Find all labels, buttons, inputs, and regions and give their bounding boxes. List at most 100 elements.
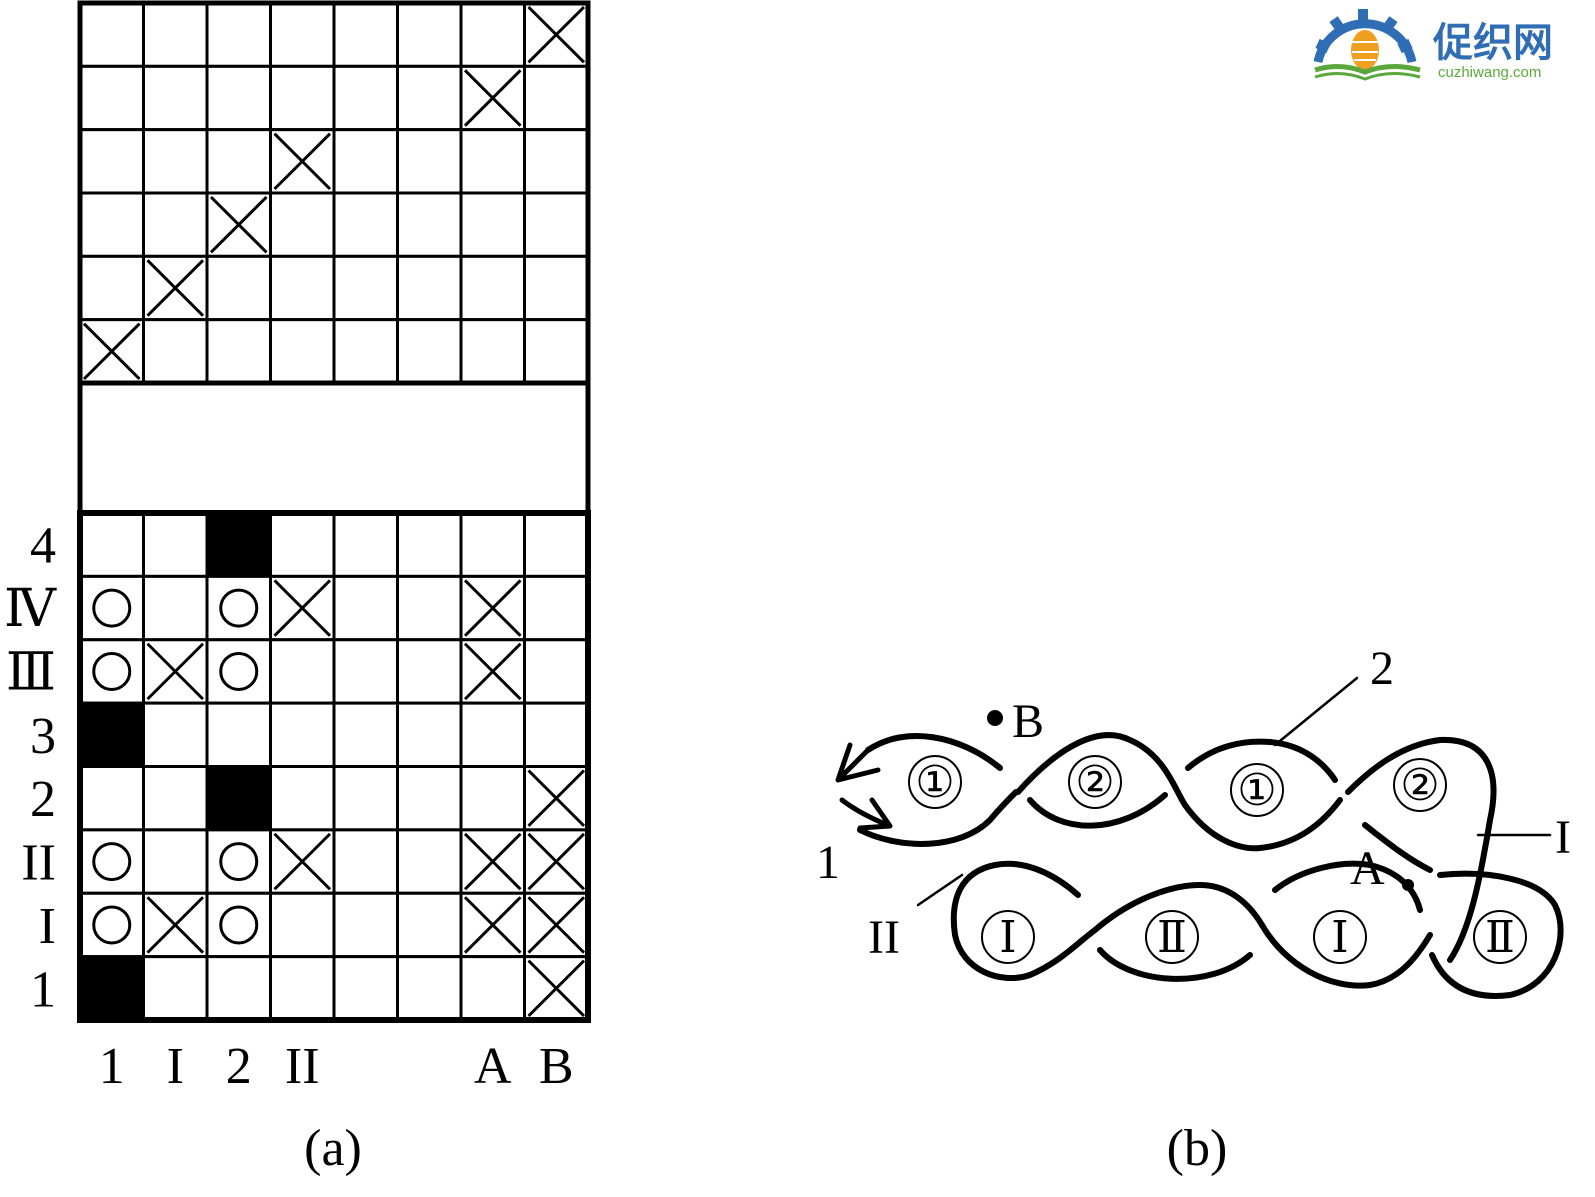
cross-mark — [273, 579, 332, 637]
lower-grid-frame — [77, 510, 591, 1023]
column-label: I — [167, 1038, 184, 1095]
grid-cell — [523, 191, 590, 258]
circle-mark — [92, 588, 132, 628]
upper-yarn-wave-c — [1027, 792, 1168, 829]
grid-cell — [459, 955, 526, 1022]
cross-mark — [527, 959, 586, 1018]
grid-cell — [332, 254, 399, 322]
grid-cell — [142, 828, 209, 895]
grid-cell — [459, 254, 526, 322]
label-yarn-II: II — [868, 911, 900, 964]
cross-mark — [82, 322, 141, 381]
column-label: II — [285, 1038, 320, 1095]
grid-cell — [396, 254, 463, 322]
upper-loop-marker-ring — [1230, 763, 1284, 817]
grid-cell — [332, 891, 399, 959]
grid-cell — [459, 511, 526, 578]
grid-cell — [269, 511, 336, 578]
lower-yarn-mid-a — [1092, 881, 1265, 933]
lower-yarn-mid-d — [1259, 922, 1433, 989]
grid-cell — [332, 638, 399, 705]
logo-url: cuzhiwang.com — [1438, 64, 1541, 81]
grid-cell — [78, 574, 145, 642]
grid-cell — [205, 1, 272, 68]
grid-cell — [78, 254, 145, 322]
grid-cell — [269, 638, 336, 705]
grid-cell — [523, 64, 590, 132]
label-B: B — [1012, 695, 1044, 748]
cross-mark — [146, 259, 205, 317]
grid-cell — [142, 511, 209, 578]
grid-cell — [396, 574, 463, 642]
lower-loop-marker-ring — [1473, 910, 1527, 964]
grid-cell — [142, 765, 209, 832]
grid-cell — [332, 955, 399, 1022]
grid-cell — [142, 128, 209, 195]
grid-cell — [205, 638, 272, 705]
arrow-right-icon — [839, 797, 893, 831]
grid-cell — [142, 955, 209, 1022]
column-label: A — [474, 1038, 512, 1095]
grid-cell — [396, 64, 463, 132]
lower-loop-marker-ring — [1145, 910, 1199, 964]
grid-cell — [396, 511, 463, 578]
cuzhiwang-logo[interactable]: 促织网 cuzhiwang.com — [1313, 9, 1553, 81]
cross-mark — [527, 769, 586, 827]
grid-cell — [78, 891, 145, 959]
lower-loop-marker-ring — [981, 910, 1035, 964]
grid-cell — [205, 318, 272, 385]
grid-cell — [396, 128, 463, 195]
upper-yarn-wave-top — [865, 733, 1003, 771]
grid-cell — [396, 191, 463, 258]
panel-b-labels: B A 2 1 I II (b) — [816, 642, 1571, 1177]
grid-cell — [269, 318, 336, 385]
grid-cell — [205, 128, 272, 195]
grid-cell — [396, 638, 463, 705]
grid-cell — [269, 955, 336, 1022]
grid-cell — [459, 765, 526, 832]
grid-cell — [459, 128, 526, 195]
grid-cell — [269, 701, 336, 768]
lower-loop-marker-ring — [1313, 910, 1367, 964]
grid-cell — [396, 955, 463, 1022]
cross-mark — [273, 832, 332, 891]
upper-yarn-wave-a — [1015, 732, 1343, 852]
leader-line-II — [916, 873, 964, 907]
row-label: 3 — [30, 708, 56, 765]
grid-cell — [396, 891, 463, 959]
grid-cell — [269, 191, 336, 258]
cross-mark — [527, 5, 586, 64]
grid-cell — [523, 318, 590, 385]
upper-grid — [77, 0, 591, 386]
filled-cell — [205, 511, 272, 578]
grid-cell — [459, 1, 526, 68]
circle-mark — [92, 842, 132, 882]
grid-cell — [396, 828, 463, 895]
cross-mark — [146, 642, 205, 701]
cross-mark — [209, 195, 268, 254]
upper-yarn-lower-edge — [857, 789, 1019, 847]
label-yarn-2: 2 — [1370, 642, 1394, 695]
grid-cell — [332, 128, 399, 195]
point-A-dot — [1402, 879, 1414, 891]
grid-cell — [332, 701, 399, 768]
grid-cell — [332, 574, 399, 642]
grid-cell — [396, 701, 463, 768]
upper-loop-marker-ring — [1393, 758, 1447, 812]
label-yarn-I: I — [1555, 811, 1571, 864]
grid-cell — [332, 318, 399, 385]
grid-cell — [78, 765, 145, 832]
grid-cell — [78, 638, 145, 705]
grid-cell — [142, 64, 209, 132]
grid-cell — [396, 765, 463, 832]
grid-cell — [459, 191, 526, 258]
cross-mark — [273, 132, 332, 191]
grid-cell — [78, 128, 145, 195]
cross-mark — [146, 896, 205, 954]
